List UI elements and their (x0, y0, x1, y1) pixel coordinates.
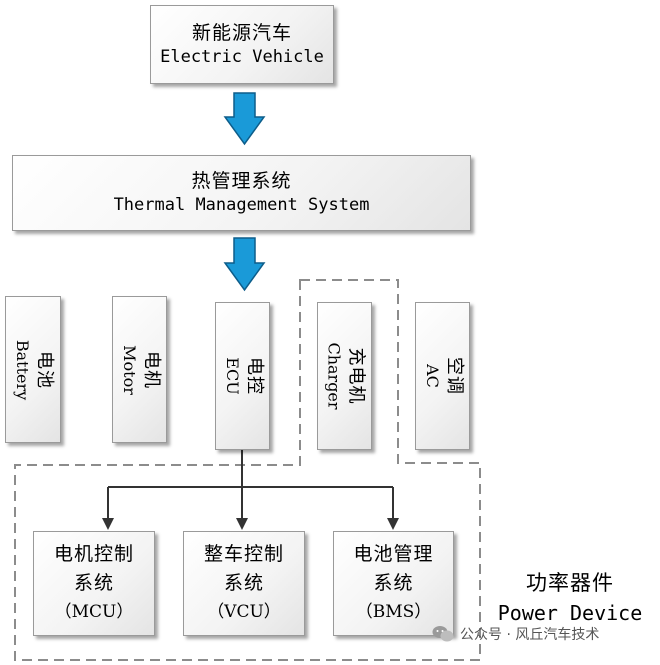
vcu-line2: 系统 (223, 572, 264, 594)
electric-vehicle-en: Electric Vehicle (160, 46, 324, 67)
electric-vehicle-box: 新能源汽车 Electric Vehicle (150, 5, 334, 84)
vcu-line1: 整车控制 (203, 543, 284, 565)
ecu-en: ECU (222, 357, 242, 395)
electric-vehicle-zh: 新能源汽车 (191, 21, 292, 44)
bms-abbr: （BMS） (355, 602, 432, 622)
battery-zh: 电池 (34, 350, 55, 389)
bms-box: 电池管理 系统 （BMS） (333, 531, 454, 636)
motor-zh: 电机 (140, 350, 162, 389)
watermark: 公众号 · 风丘汽车技术 (432, 624, 599, 644)
branch-arrowheads (102, 518, 399, 530)
mcu-box: 电机控制 系统 （MCU） (33, 531, 155, 636)
power-device-label: 功率器件 Power Device (480, 568, 660, 628)
wechat-icon (432, 626, 454, 642)
power-device-outline (14, 279, 481, 661)
charger-box: 充电机 Charger (317, 302, 372, 450)
down-arrow-2 (223, 237, 266, 292)
power-device-en: Power Device (497, 601, 643, 625)
ecu-zh: 电控 (243, 357, 265, 395)
vcu-box: 整车控制 系统 （VCU） (183, 531, 305, 636)
ecu-branch-lines (107, 450, 394, 522)
ac-box: 空调 AC (415, 302, 470, 450)
watermark-text: 公众号 · 风丘汽车技术 (460, 627, 600, 643)
motor-en: Motor (119, 344, 139, 395)
bms-line1: 电池管理 (353, 543, 434, 565)
thermal-management-en: Thermal Management System (113, 195, 370, 215)
battery-en: Battery (13, 339, 32, 400)
power-device-zh: 功率器件 (526, 571, 614, 595)
bms-line2: 系统 (373, 572, 414, 594)
charger-zh: 充电机 (345, 347, 367, 405)
down-arrow-1 (223, 92, 266, 146)
mcu-line2: 系统 (73, 572, 114, 594)
vcu-abbr: （VCU） (207, 602, 281, 622)
motor-box: 电机 Motor (112, 296, 167, 443)
thermal-management-zh: 热管理系统 (191, 170, 292, 192)
charger-en: Charger (324, 342, 344, 410)
mcu-line1: 电机控制 (53, 543, 134, 565)
ac-zh: 空调 (443, 357, 465, 395)
ac-en: AC (422, 364, 442, 388)
ecu-box: 电控 ECU (215, 302, 270, 450)
battery-box: 电池 Battery (5, 296, 61, 443)
mcu-abbr: （MCU） (54, 602, 134, 622)
thermal-management-box: 热管理系统 Thermal Management System (12, 155, 471, 231)
